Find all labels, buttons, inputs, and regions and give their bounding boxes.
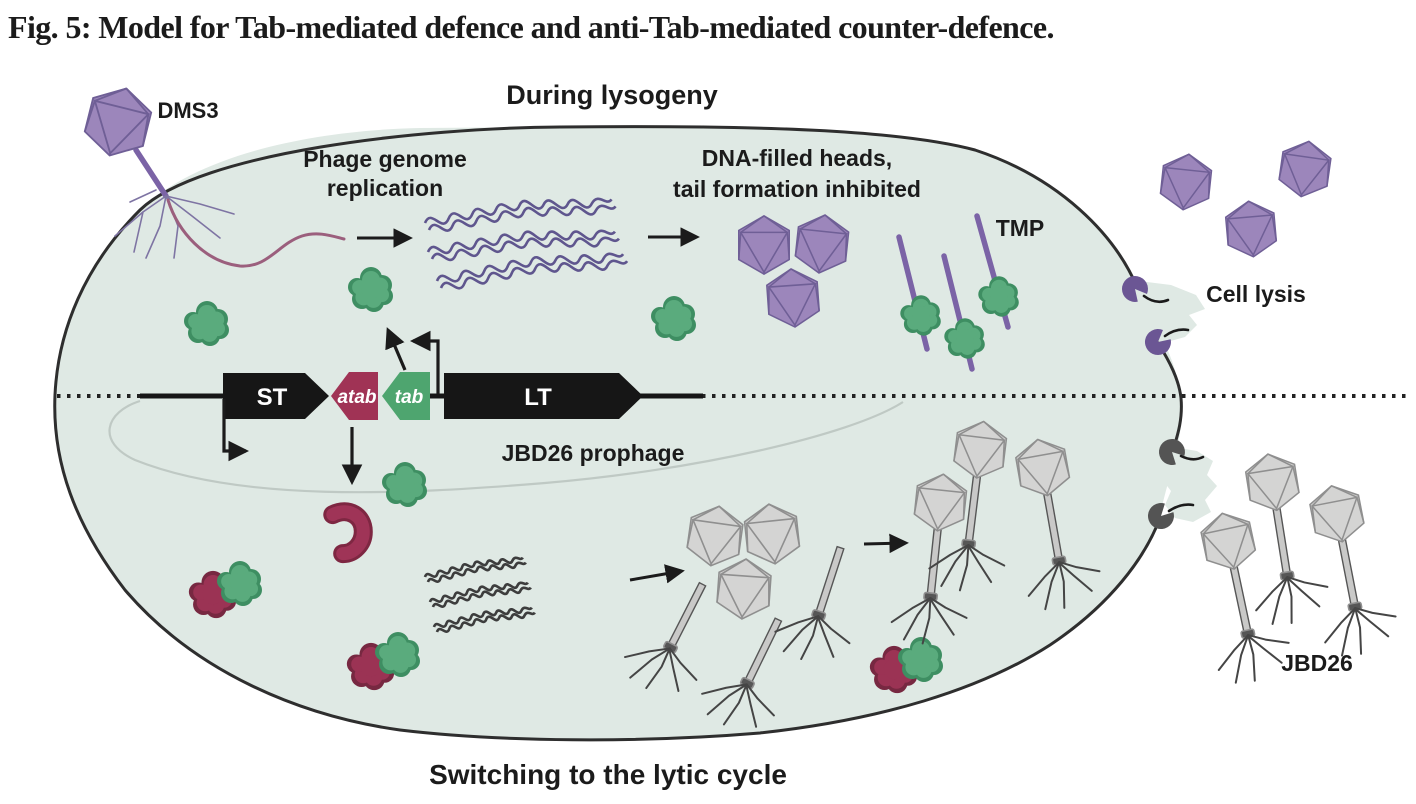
cytoplasm-spill-top: [1135, 281, 1205, 342]
cytoplasm-spill-bottom: [1161, 447, 1217, 522]
dms3-label: DMS3: [157, 98, 218, 123]
prophage-label: JBD26 prophage: [502, 440, 685, 466]
heads-label-line1: DNA-filled heads,: [702, 145, 892, 171]
prophage-gene-map: ST atab tab LT: [140, 327, 703, 486]
arrow-phage-completion: [863, 533, 909, 554]
injected-phage-dna: [166, 198, 346, 268]
heads-label-line2: tail formation inhibited: [673, 176, 921, 202]
arrow-lytic-assembly: [629, 564, 685, 584]
atab-protein-bean: [323, 502, 373, 564]
cell-membrane-fragment: [1156, 341, 1183, 452]
dms3-tail: [133, 147, 169, 199]
jbd26-label: JBD26: [1281, 650, 1353, 676]
promoter-arrow-tab: [409, 330, 440, 394]
replication-label-line2: replication: [327, 175, 443, 201]
gene-st: [223, 373, 329, 419]
arrow-tab-expression: [385, 327, 407, 371]
released-heads-icon: [1158, 137, 1334, 260]
gene-lt: [444, 373, 643, 419]
gene-tab-label: tab: [395, 387, 424, 408]
membrane-curl: [1142, 294, 1170, 304]
gene-atab-label: atab: [337, 387, 376, 408]
gene-tab: [382, 372, 430, 420]
gene-lt-label: LT: [524, 384, 552, 411]
cell-lysis-label: Cell lysis: [1206, 281, 1306, 307]
membrane-curl: [1167, 503, 1195, 513]
section-title-lysogeny: During lysogeny: [506, 80, 718, 110]
gene-atab: [331, 372, 378, 420]
tmp-with-tab: [896, 213, 1019, 372]
figure-title: Fig. 5: Model for Tab-mediated defence a…: [8, 9, 1054, 45]
bacterial-cell-body: [54, 126, 1182, 740]
cell-membrane: [53, 125, 1162, 742]
replication-label-line1: Phage genome: [303, 146, 467, 172]
dms3-head-icon: [79, 80, 157, 164]
membrane-curl: [1163, 328, 1190, 338]
gene-st-label: ST: [257, 384, 288, 411]
section-title-lytic: Switching to the lytic cycle: [429, 759, 787, 790]
promoter-arrow-lytic: [222, 399, 250, 462]
membrane-curl: [1179, 454, 1205, 461]
tmp-label: TMP: [996, 215, 1045, 241]
